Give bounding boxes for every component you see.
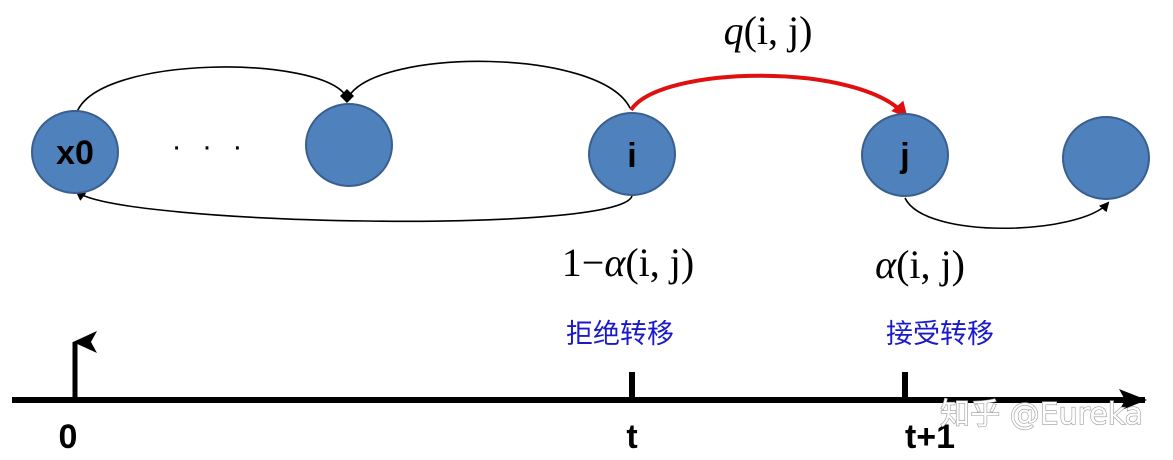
arc-x0-to-middle xyxy=(76,66,347,113)
accept-fn: α xyxy=(875,242,897,287)
ellipsis: · · · xyxy=(172,130,249,163)
proposal-fn: q xyxy=(724,8,744,53)
proposal-formula: q(i, j) xyxy=(724,8,813,53)
node-j-label: j xyxy=(899,137,909,175)
proposal-arc xyxy=(629,73,908,119)
junction-diamond xyxy=(340,89,354,103)
watermark: 知乎 @Eureka xyxy=(940,397,1143,432)
reject-prefix: 1− xyxy=(562,240,605,285)
reject-arc xyxy=(75,190,633,223)
proposal-args: (i, j) xyxy=(744,8,813,53)
node-i: i xyxy=(588,112,676,196)
tick-label-0: 0 xyxy=(59,418,78,456)
node-x0-label: x0 xyxy=(56,134,94,172)
reject-formula: 1−α(i, j) xyxy=(562,240,694,285)
reject-label: 拒绝转移 xyxy=(566,319,674,350)
accept-label: 接受转移 xyxy=(886,319,994,350)
node-next xyxy=(1062,116,1150,200)
tick-label-t: t xyxy=(626,418,637,456)
accept-args: (i, j) xyxy=(896,242,965,287)
node-middle xyxy=(305,103,393,187)
node-x0: x0 xyxy=(31,110,119,194)
arc-i-to-middle xyxy=(348,60,631,109)
node-i-label: i xyxy=(627,137,636,175)
reject-fn: α xyxy=(604,240,626,285)
accept-arc xyxy=(904,197,1110,230)
node-j: j xyxy=(861,113,949,197)
accept-formula: α(i, j) xyxy=(875,242,965,287)
tick-label-t-plus-1: t+1 xyxy=(905,418,955,456)
reject-args: (i, j) xyxy=(625,240,694,285)
